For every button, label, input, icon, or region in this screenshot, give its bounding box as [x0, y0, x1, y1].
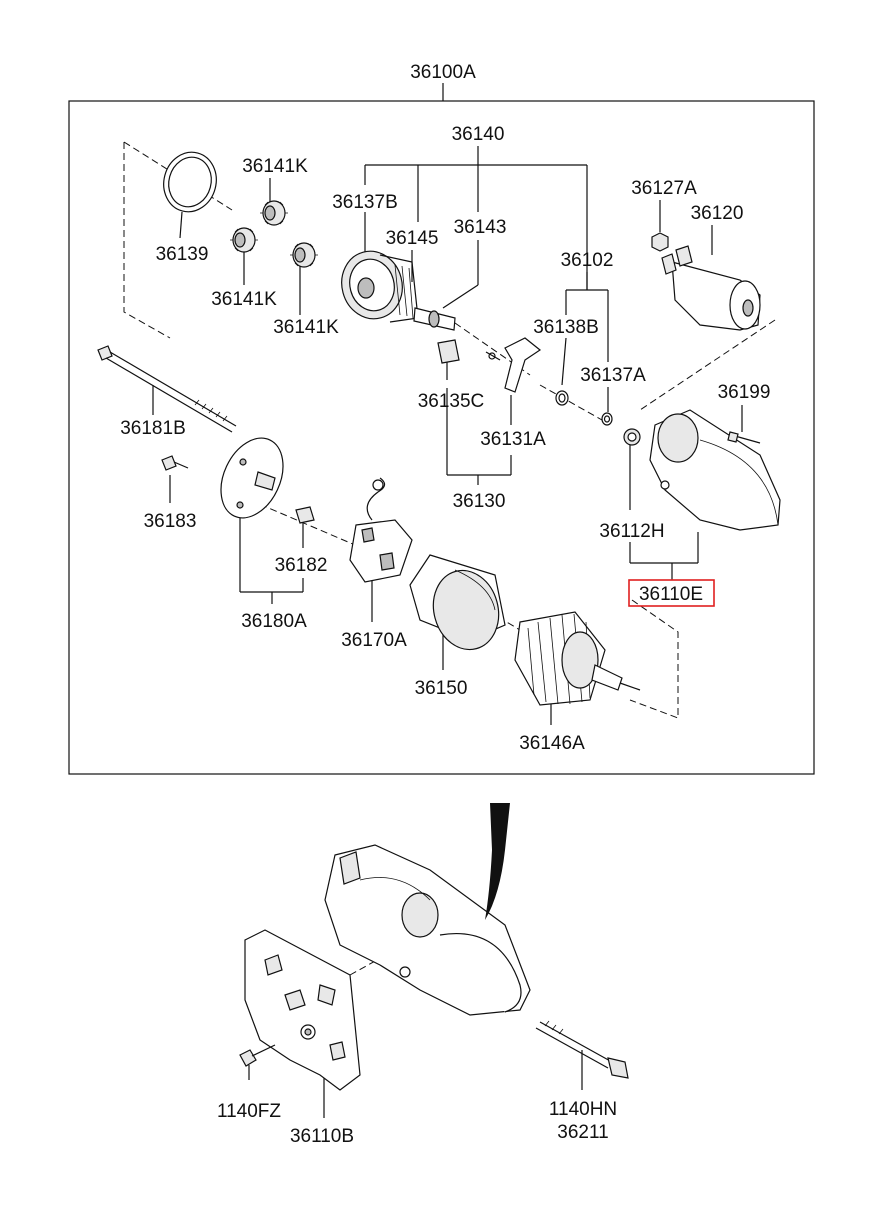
label-36112H[interactable]: 36112H: [599, 521, 664, 542]
bolt-icon: [727, 431, 761, 444]
label-1140FZ[interactable]: 1140FZ: [217, 1101, 281, 1122]
rear-bushing-icon: [295, 506, 315, 524]
pinion-shaft-icon: [413, 307, 456, 331]
label-36137B[interactable]: 36137B: [332, 192, 398, 213]
label-36145[interactable]: 36145: [386, 228, 439, 249]
label-36110E[interactable]: 36110E: [639, 584, 703, 605]
label-36102[interactable]: 36102: [561, 250, 614, 271]
label-36110B[interactable]: 36110B: [290, 1126, 354, 1147]
label-36127A[interactable]: 36127A: [631, 178, 697, 199]
label-36137A[interactable]: 36137A: [580, 365, 646, 386]
label-36141K-bottom[interactable]: 36141K: [273, 317, 339, 338]
through-bolt-icon: [97, 345, 237, 433]
label-36181B[interactable]: 36181B: [120, 418, 186, 439]
part-labels: 36140 36141K 36137B 36127A 36120 36143 3…: [120, 124, 770, 1147]
label-36100A[interactable]: 36100A: [410, 62, 476, 83]
label-36170A[interactable]: 36170A: [341, 630, 407, 651]
washer-icon: [555, 390, 569, 406]
planet-gear-icons: [230, 200, 318, 268]
drive-housing-icon: [341, 250, 419, 323]
brush-holder-icon: [349, 477, 413, 583]
stopper-icon: [437, 339, 460, 364]
label-36180A[interactable]: 36180A: [241, 611, 307, 632]
assembly-frame: [68, 100, 815, 775]
label-36135C[interactable]: 36135C: [418, 391, 485, 412]
label-36182[interactable]: 36182: [275, 555, 328, 576]
armature-icon: [514, 611, 641, 706]
bushing-icon: [623, 428, 641, 446]
engine-pointer-arrow: [485, 803, 510, 920]
label-36130[interactable]: 36130: [453, 491, 506, 512]
label-1140HN[interactable]: 1140HN: [549, 1099, 617, 1120]
nut-icon: [651, 232, 669, 252]
label-36139[interactable]: 36139: [156, 244, 209, 265]
highlight-box-36110E: [628, 579, 715, 607]
label-36131A[interactable]: 36131A: [480, 429, 546, 450]
label-36183[interactable]: 36183: [144, 511, 197, 532]
label-36211[interactable]: 36211: [557, 1122, 608, 1143]
solenoid-icon: [661, 245, 761, 331]
label-36150[interactable]: 36150: [415, 678, 468, 699]
bolt-1140HN-icon: [535, 1020, 629, 1079]
yoke-icon: [409, 554, 506, 651]
label-36140[interactable]: 36140: [452, 124, 505, 145]
label-36199[interactable]: 36199: [718, 382, 771, 403]
label-36146A[interactable]: 36146A: [519, 733, 585, 754]
label-36141K-top[interactable]: 36141K: [242, 156, 308, 177]
shift-lever-icon: [485, 337, 542, 393]
rear-cover-icon: [220, 437, 284, 519]
leader-lines: [152, 146, 743, 1118]
o-ring-icon: [163, 151, 217, 213]
front-housing-icon: [649, 409, 781, 531]
label-36143[interactable]: 36143: [454, 217, 507, 238]
heat-shield-icon: [244, 929, 361, 1091]
bolt-1140FZ-icon: [239, 1044, 276, 1067]
label-36120[interactable]: 36120: [691, 203, 744, 224]
label-36138B[interactable]: 36138B: [533, 317, 599, 338]
assembled-starter-icon: [324, 844, 531, 1016]
label-36141K-mid[interactable]: 36141K: [211, 289, 277, 310]
screw-icon: [161, 455, 189, 471]
snap-ring-icon: [601, 412, 613, 426]
